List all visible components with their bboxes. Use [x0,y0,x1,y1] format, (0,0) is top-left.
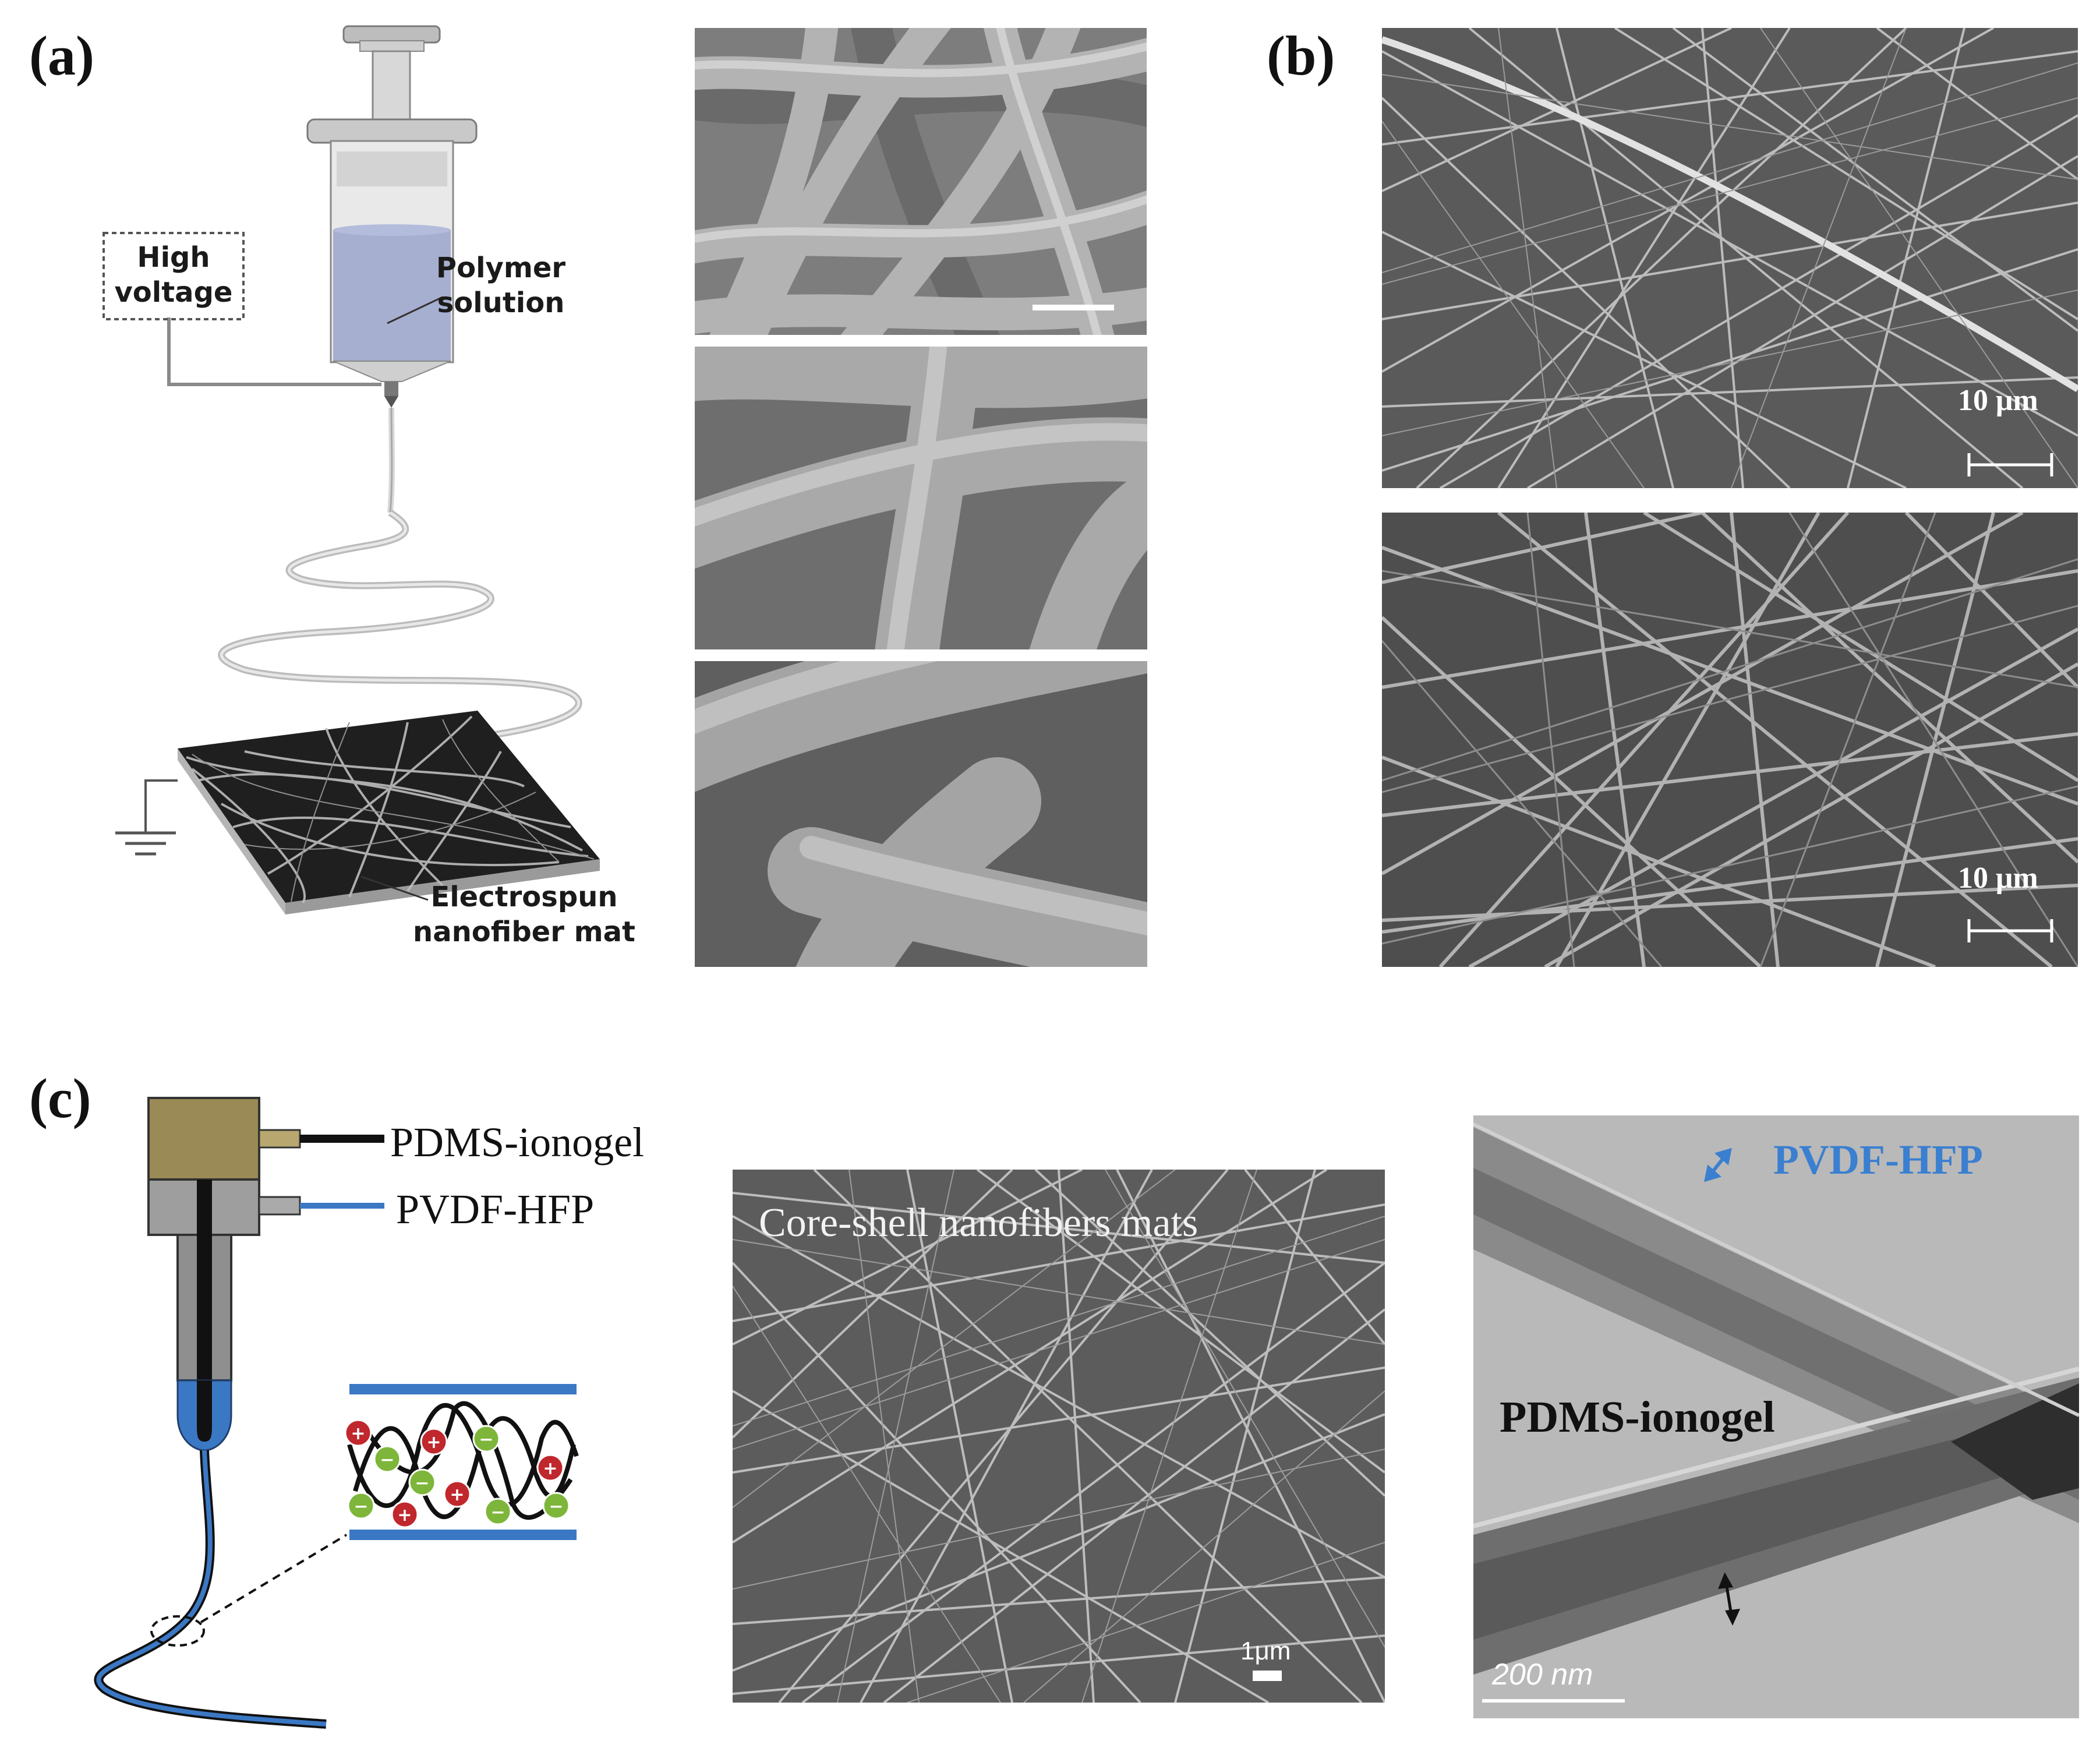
high-voltage-label: High voltage [114,241,233,309]
pvdf-hfp-inlet-label: PVDF-HFP [396,1186,595,1233]
sem-image-a-top [695,28,1147,335]
tem-image-core-shell-fiber [1473,1115,2079,1718]
svg-text:−: − [415,1473,429,1493]
sem-image-a-middle [695,347,1147,649]
panel-c-label: (c) [29,1067,91,1129]
panel-b-label: (b) [1267,24,1335,87]
svg-text:+: + [450,1485,464,1505]
svg-text:+: + [397,1505,412,1525]
sem-image-c-core-shell [733,1170,1385,1703]
nanofiber-mat-label: Electrospun nanofiber mat [413,881,635,948]
svg-text:−: − [353,1496,368,1517]
scale-bar-label-tem: 200 nm [1492,1658,1593,1692]
svg-text:−: − [380,1450,394,1470]
svg-text:−: − [549,1496,563,1517]
tem-core-label: PDMS-ionogel [1500,1393,1775,1442]
sem-image-b-bottom [1382,513,2078,967]
scale-bar-label-c-sem: 1μm [1240,1637,1291,1665]
svg-text:−: − [490,1502,505,1523]
sem-image-b-top [1382,28,2078,488]
svg-text:+: + [543,1459,557,1479]
scale-bar-label-b-top: 10 μm [1958,384,2038,417]
polymer-solution-label: Polymer solution [436,252,566,319]
electrospinning-schematic [102,25,600,914]
pdms-ionogel-inlet-label: PDMS-ionogel [390,1119,645,1166]
svg-text:+: + [426,1432,441,1453]
panel-a-label: (a) [29,24,94,87]
sem-image-a-bottom [695,661,1147,967]
svg-text:−: − [479,1429,493,1450]
coaxial-nozzle-schematic: + + + + + − − − − − − [94,1097,579,1729]
svg-text:+: + [351,1424,365,1444]
tem-shell-label: PVDF-HFP [1773,1136,1983,1183]
scale-bar-label-b-bottom: 10 μm [1958,861,2038,895]
sem-caption-core-shell: Core-shell nanofibers mats [759,1200,1199,1245]
